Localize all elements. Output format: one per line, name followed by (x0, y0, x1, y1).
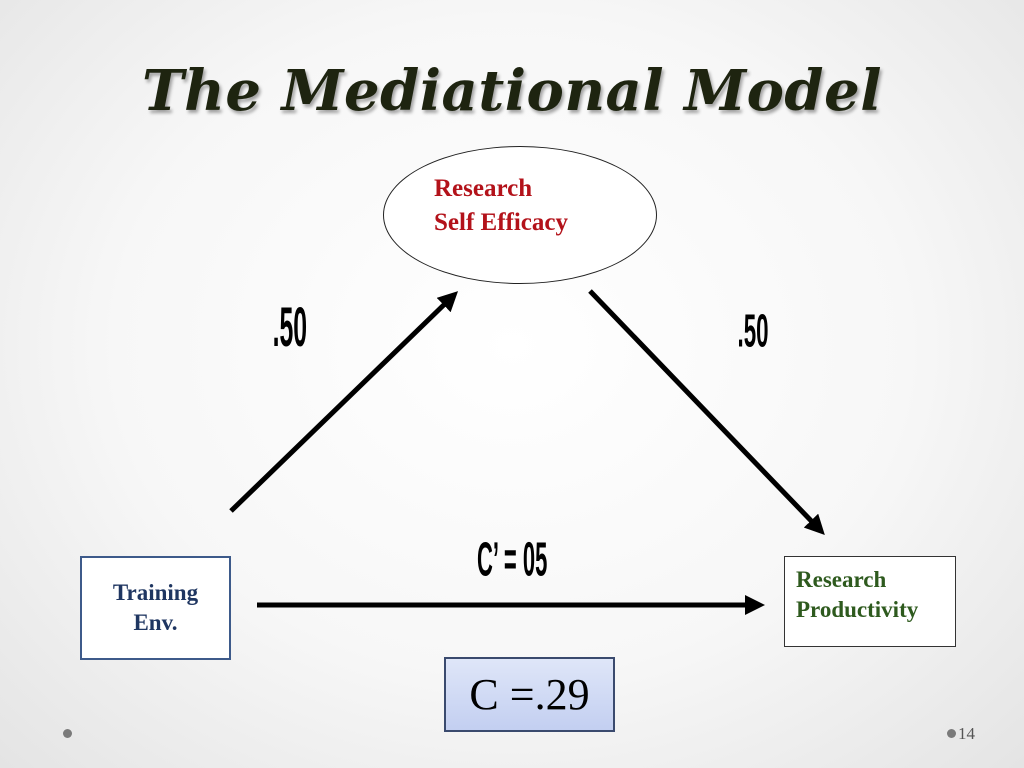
total-effect-box: C =.29 (444, 657, 615, 732)
mediator-label-line2: Self Efficacy (434, 209, 568, 236)
predictor-label-line2: Env. (133, 610, 178, 635)
predictor-node: Training Env. (80, 556, 231, 660)
mediator-node (383, 146, 657, 284)
path-b-coefficient: .50 (737, 303, 769, 357)
path-c-prime-coefficient: C’ = 05 (477, 533, 548, 587)
footer-dot-right (947, 729, 956, 738)
outcome-label-line2: Productivity (796, 597, 919, 622)
arrow-efficacy-to-productivity (588, 289, 825, 536)
mediator-label-line1: Research (434, 175, 533, 202)
slide-number: 14 (958, 724, 975, 743)
total-effect-label: C =.29 (469, 670, 590, 719)
predictor-label-line1: Training (112, 580, 199, 605)
path-a-coefficient: .50 (272, 297, 308, 359)
outcome-label-line1: Research (796, 567, 887, 592)
arrow-training-to-efficacy (229, 291, 459, 513)
outcome-node: Research Productivity (784, 556, 956, 647)
slide-title: The Mediational Model (141, 58, 882, 124)
footer-dot-left (63, 729, 72, 738)
mediator-label: Research Self Efficacy (434, 172, 568, 240)
